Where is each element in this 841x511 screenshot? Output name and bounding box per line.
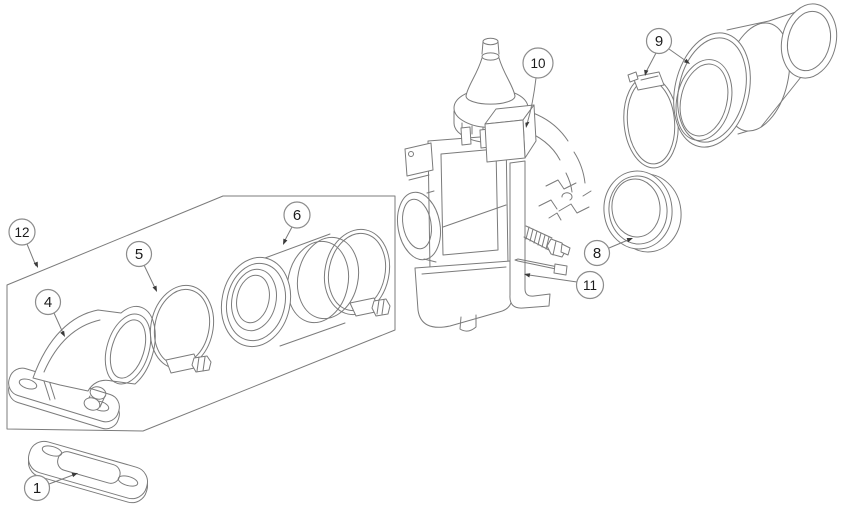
hose-clamp-manifold (149, 284, 215, 374)
callout-8: 8 (583, 238, 633, 267)
callout-10: 10 (522, 47, 554, 128)
callout-12: 12 (8, 218, 38, 268)
callout-11: 11 (524, 270, 605, 300)
rubber-coupling-sleeve (220, 233, 360, 348)
callouts: 12 4 5 6 10 (8, 27, 690, 502)
throttle-cable-cap (465, 37, 516, 105)
callout-10-number: 10 (530, 56, 545, 71)
callout-11-number: 11 (583, 278, 597, 293)
callout-9-number: 9 (655, 33, 663, 50)
manifold-gasket (28, 440, 148, 504)
callout-6: 6 (283, 201, 311, 245)
kit-group-box (6, 195, 396, 432)
callout-4: 4 (34, 288, 65, 337)
callout-6-number: 6 (293, 207, 301, 224)
air-filter-clamp (623, 71, 679, 169)
throttle-linkage-detail (538, 179, 592, 221)
hose-clamp-carburetor (323, 228, 391, 317)
idle-screw-spring (523, 225, 571, 258)
callout-1: 1 (23, 472, 78, 502)
callout-9: 9 (644, 27, 690, 76)
float-bowl (414, 260, 513, 332)
carburetor-intake-bore (396, 190, 442, 263)
mounting-bracket (484, 104, 551, 309)
filter-adapter-ring (603, 170, 682, 253)
callout-12-number: 12 (14, 225, 29, 240)
callout-5-number: 5 (135, 246, 143, 263)
needle-rod (514, 258, 568, 276)
air-filter (673, 3, 838, 148)
callout-4-number: 4 (44, 294, 52, 311)
intake-manifold (8, 306, 156, 430)
carburetor (396, 37, 592, 332)
callout-5: 5 (125, 240, 157, 292)
callout-1-number: 1 (33, 480, 41, 497)
callout-8-number: 8 (593, 245, 601, 262)
